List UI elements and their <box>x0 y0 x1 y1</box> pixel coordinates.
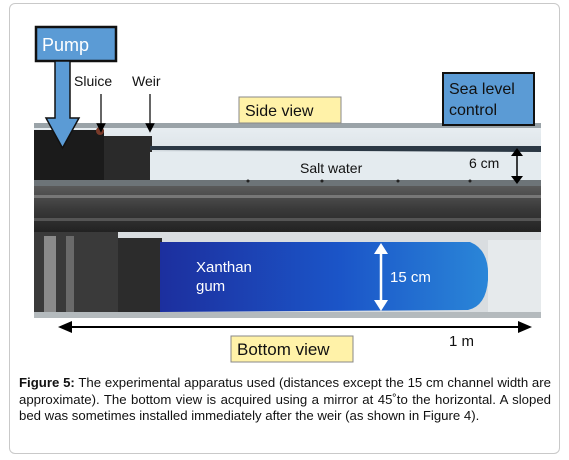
apparatus-figure: Pump Sluice Weir Side view Sea level con… <box>34 25 541 363</box>
bottom-view-photo <box>34 232 541 318</box>
side-view-callout: Side view <box>238 96 342 124</box>
sea-level-label-line1: Sea level <box>449 81 515 98</box>
pump-arrow-icon <box>44 60 81 150</box>
channel-rails <box>34 186 541 232</box>
length-arrow-icon <box>58 321 532 333</box>
weir-label: Weir <box>132 73 161 89</box>
pump-callout: Pump <box>34 25 118 150</box>
side-view-label: Side view <box>245 103 314 120</box>
sea-level-control-callout: Sea level control <box>442 72 535 126</box>
depth-label: 6 cm <box>469 155 499 171</box>
pump-label: Pump <box>42 35 89 55</box>
sea-level-label-line2: control <box>449 102 497 119</box>
bottom-view-callout: Bottom view <box>230 335 354 363</box>
length-label: 1 m <box>449 333 474 350</box>
salt-water-label: Salt water <box>300 160 363 176</box>
side-view-photo <box>34 123 541 186</box>
caption-label: Figure 5: <box>19 375 75 390</box>
sluice-label: Sluice <box>74 73 112 89</box>
figure-caption: Figure 5: The experimental apparatus use… <box>19 375 551 425</box>
width-label: 15 cm <box>390 269 431 286</box>
bottom-view-label: Bottom view <box>237 340 330 359</box>
depth-arrow-icon <box>511 148 523 184</box>
xanthan-label-line2: gum <box>196 278 225 295</box>
caption-text: The experimental apparatus used (distanc… <box>19 375 551 424</box>
width-arrow-icon <box>374 243 388 311</box>
xanthan-label-line1: Xanthan <box>196 259 252 276</box>
xanthan-gum-dye <box>160 242 489 312</box>
